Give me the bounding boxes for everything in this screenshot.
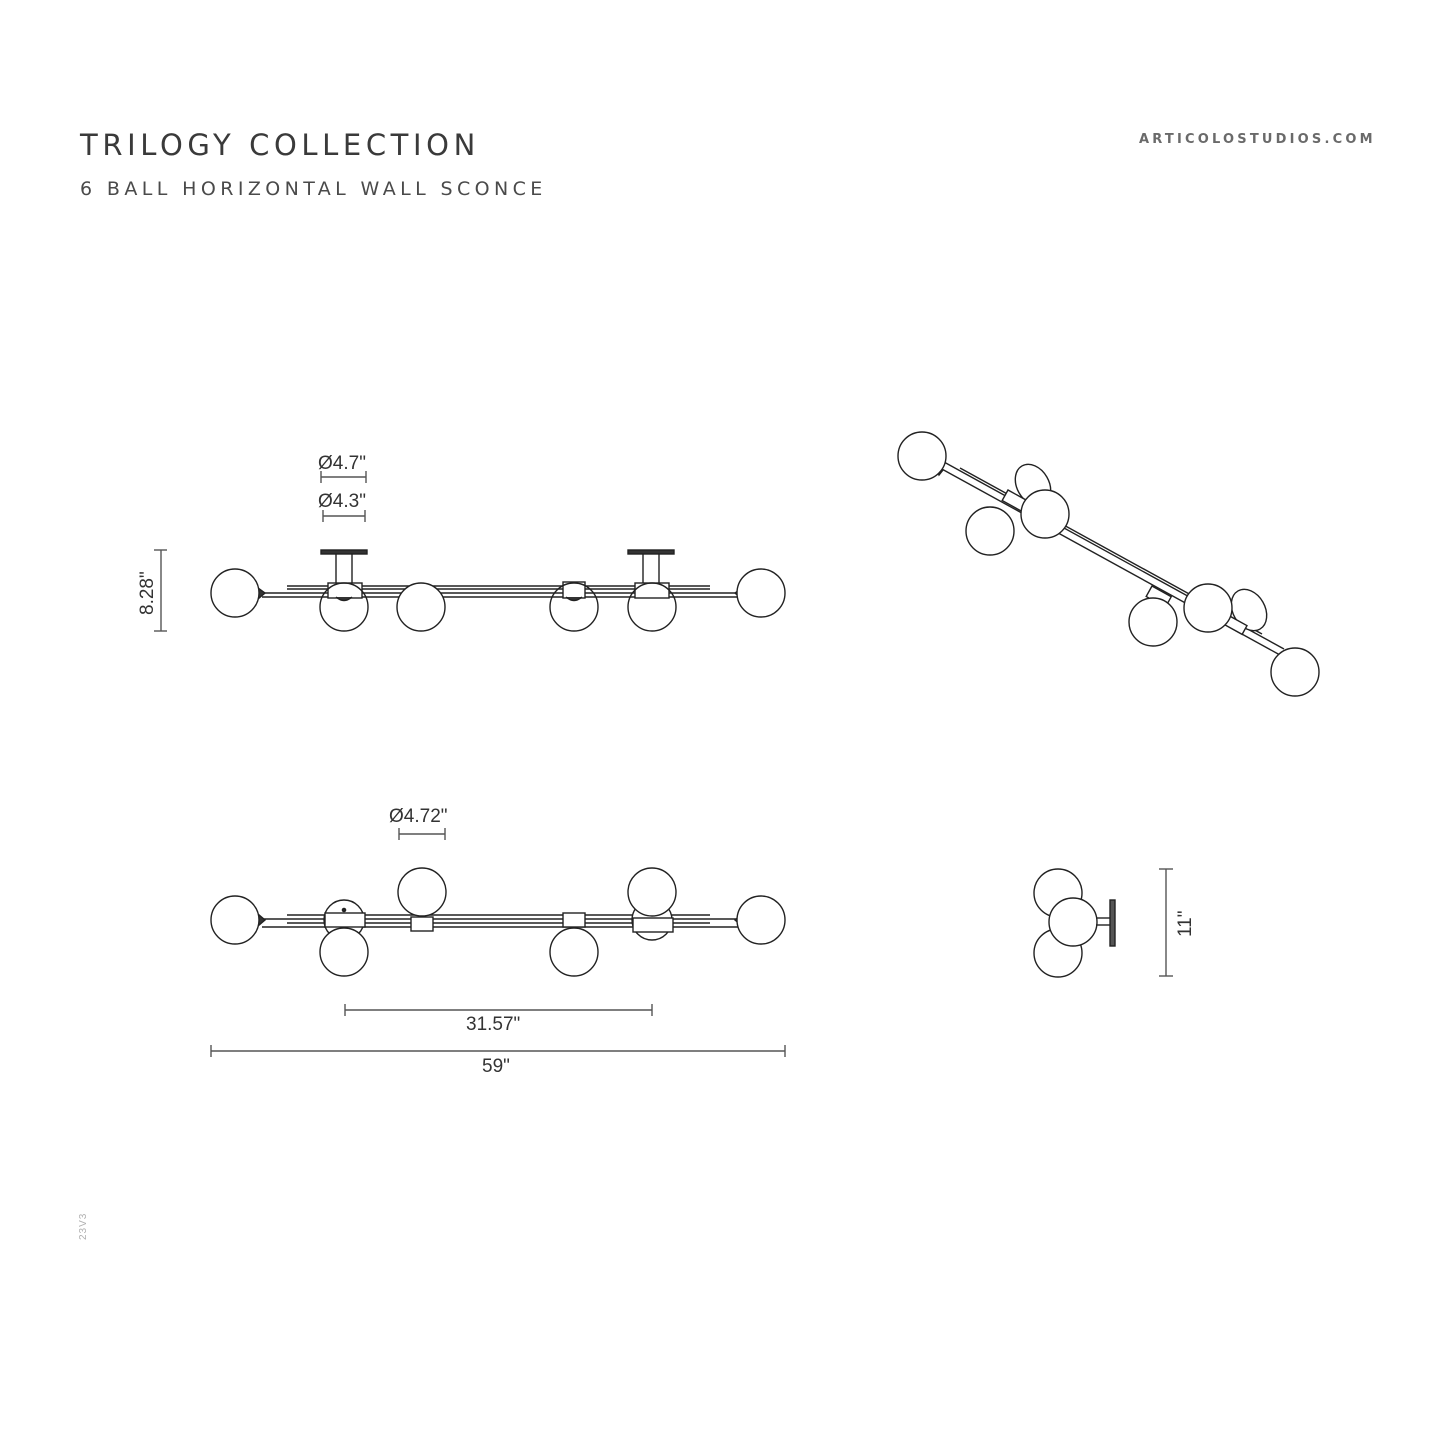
top-plan-view: Ø4.72" 31.57" 59" [210,806,786,1077]
isometric-view [897,431,1320,697]
canopy-diameter-label: Ø4.7" [318,453,366,474]
backplate-diameter-label: Ø4.3" [318,491,366,512]
overall-width-label: 59" [482,1056,510,1077]
website-link: ARTICOLOSTUDIOS.COM [1139,132,1376,147]
side-elevation-view: 11" [1033,868,1196,978]
front-elevation-view: Ø4.7" Ø4.3" 8.28" [137,453,786,632]
collection-title: TRILOGY COLLECTION [80,128,480,162]
globe-diameter-label: Ø4.72" [389,806,448,827]
height-label: 8.28" [137,571,158,615]
depth-label: 11" [1175,911,1196,937]
product-subtitle: 6 BALL HORIZONTAL WALL SCONCE [80,178,547,200]
mount-spacing-label: 31.57" [466,1014,520,1035]
